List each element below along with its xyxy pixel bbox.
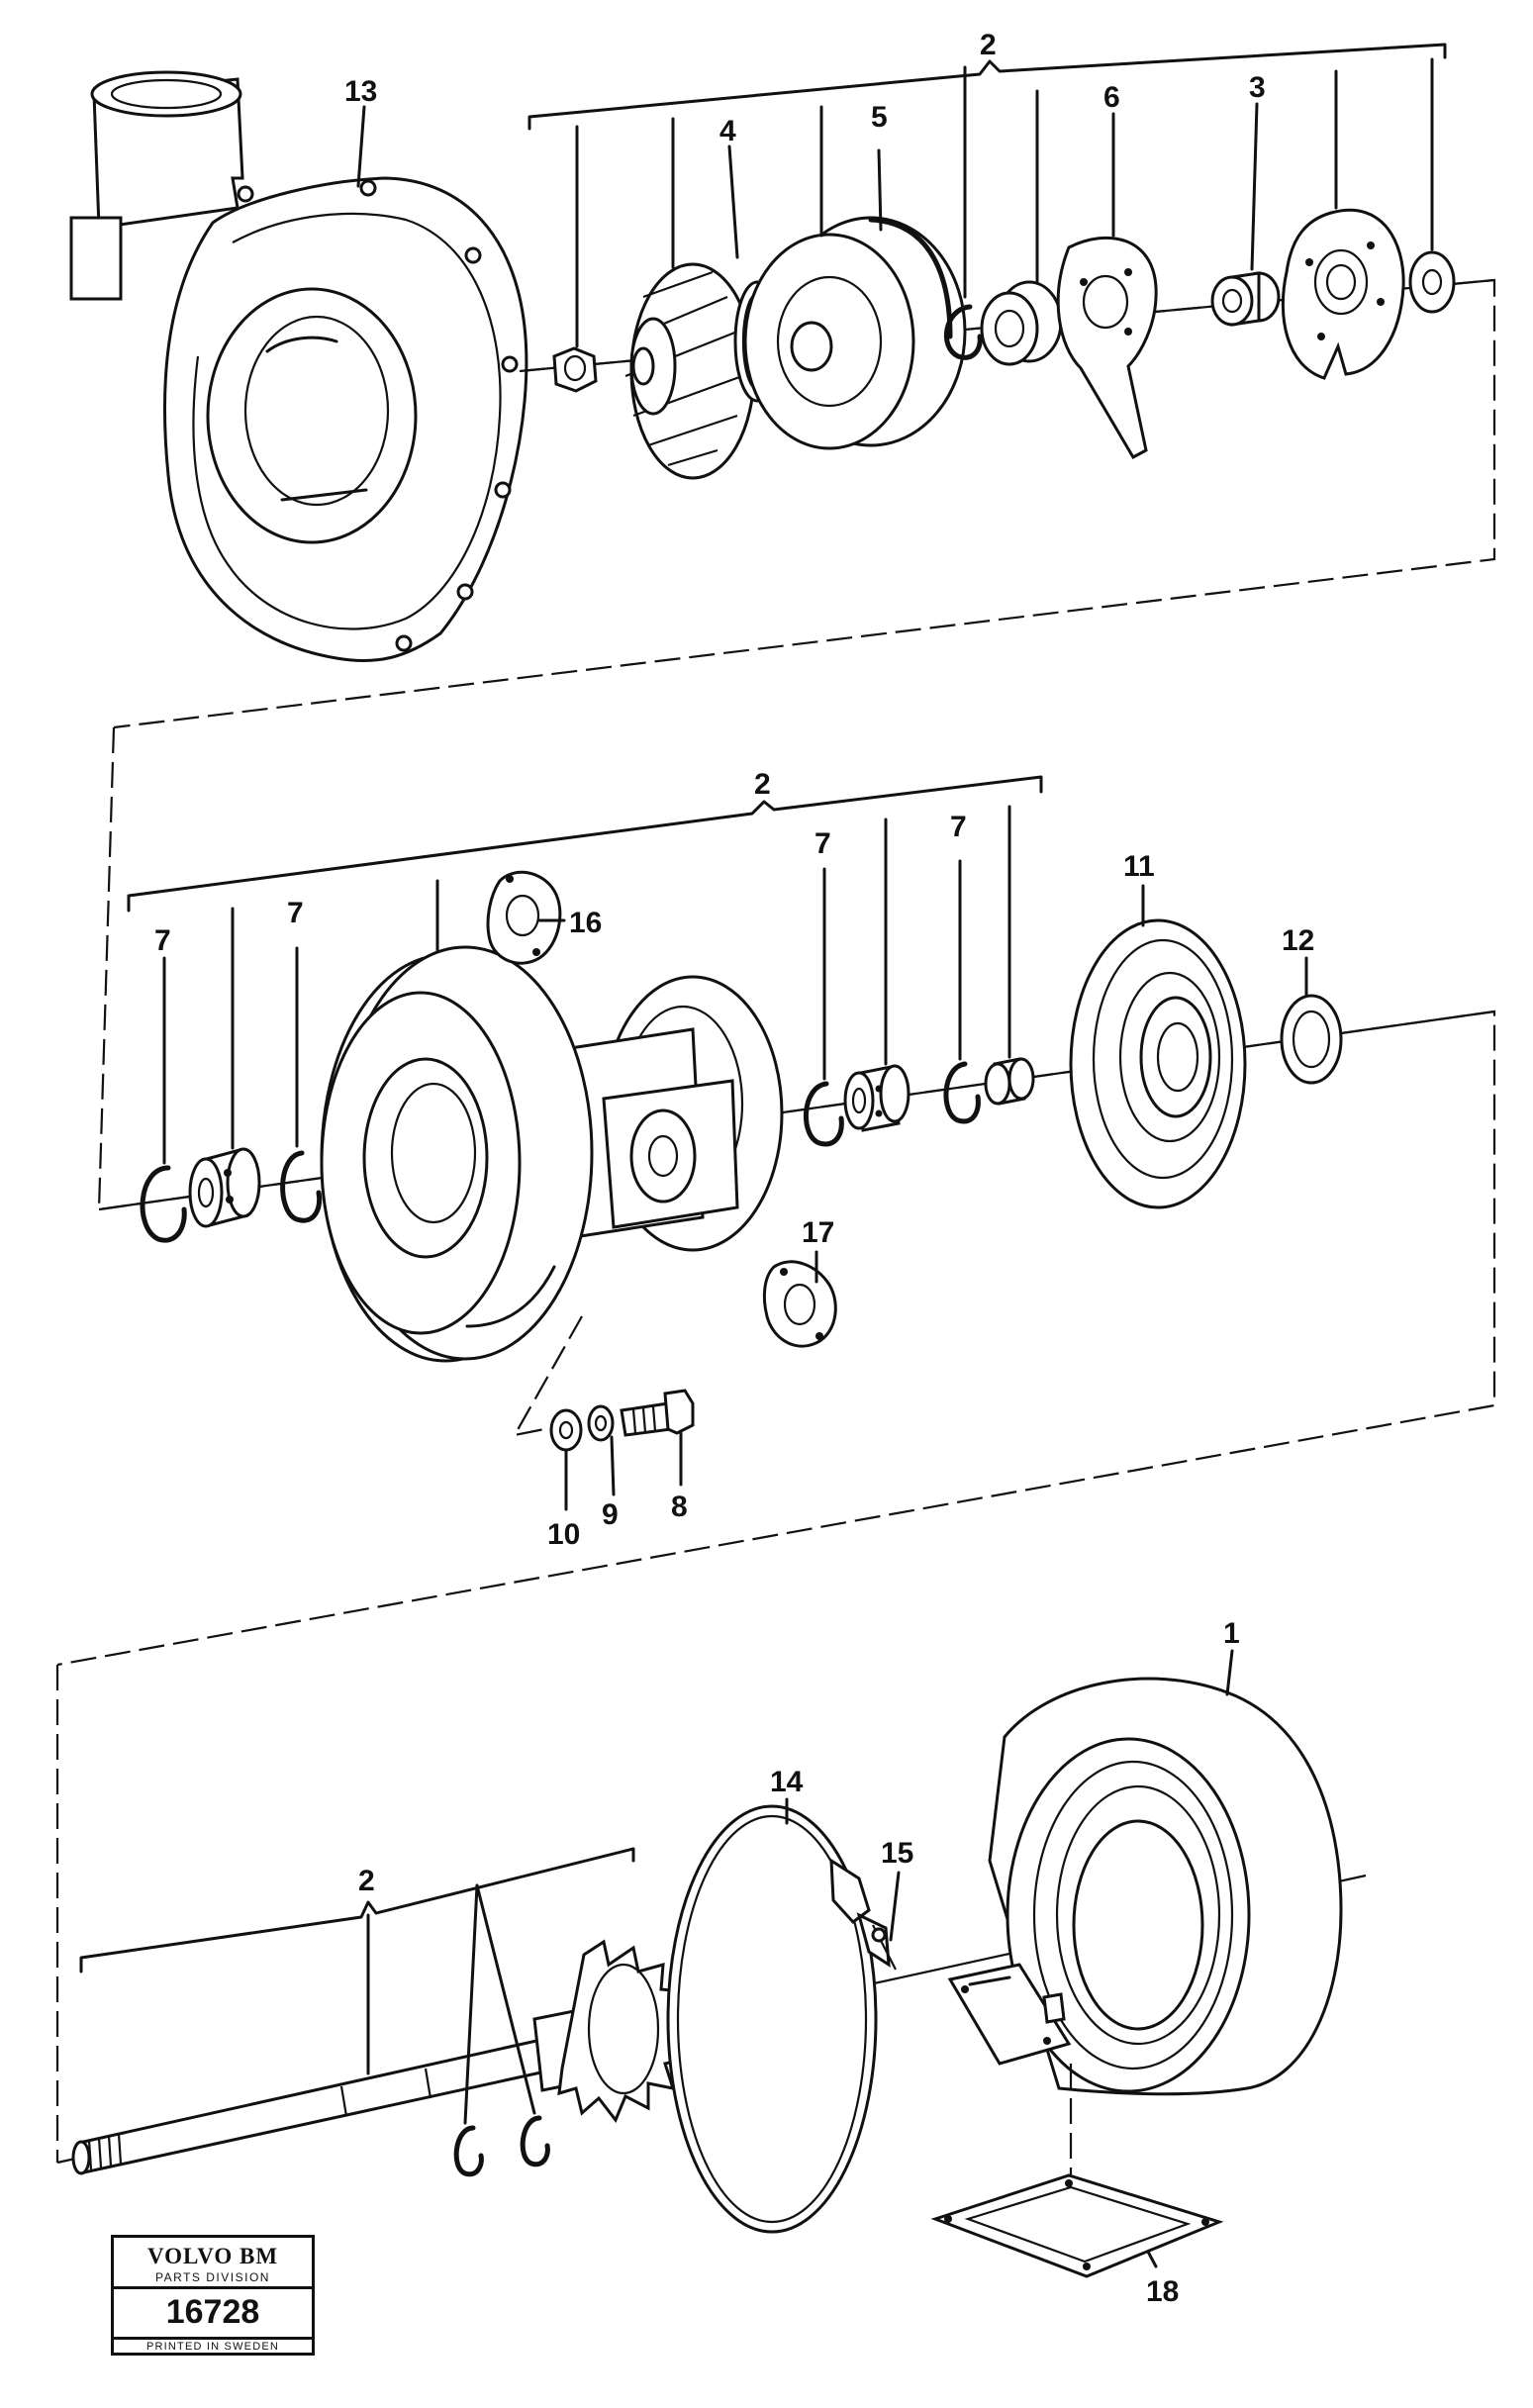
part-14-clamp-band: [666, 1804, 878, 2234]
part-13-compressor-housing: [69, 70, 528, 663]
part-15-clamp-screw: [856, 1912, 897, 1971]
callout-7-c: 7: [814, 827, 831, 860]
callout-18: 18: [1146, 2275, 1179, 2308]
stamp-printed: PRINTED IN SWEDEN: [145, 2341, 280, 2353]
part-12-seal-ring: [1280, 994, 1343, 1085]
part-6-thrust-plate: [1056, 236, 1158, 460]
callout-6: 6: [1103, 81, 1120, 114]
part-11-heat-shield: [1069, 918, 1247, 1209]
callout-2-top: 2: [980, 29, 997, 61]
part-18-gasket: [930, 2173, 1224, 2278]
part-snap-rings-bottom: [453, 2115, 550, 2177]
stamp-divider: [114, 2286, 312, 2289]
part-1-turbine-housing: [947, 1677, 1343, 2096]
part-turbine-shaft: [71, 2003, 618, 2175]
part-washer-top: [1408, 250, 1456, 314]
callout-14: 14: [770, 1766, 804, 1798]
part-bearing-flange: [1281, 208, 1405, 380]
callout-16: 16: [569, 907, 602, 939]
bracket-2-bottom: [79, 1847, 635, 1974]
bracket-2-top: [527, 43, 1447, 131]
turbine-section: [55, 1649, 1367, 2278]
part-3-bushing: [1210, 271, 1281, 327]
callout-labels: 13 2 4 5 6 3 2 7 7 16 7 7 11 12 17 10 9 …: [154, 29, 1314, 2308]
leader-18: [1146, 2250, 1158, 2268]
part-7-ring-d: [943, 1061, 981, 1124]
callout-2-middle: 2: [754, 768, 771, 801]
callout-7-b: 7: [287, 897, 304, 929]
leader-2-rings-b: [475, 1883, 536, 2115]
leader-1: [1225, 1649, 1234, 1696]
callout-10: 10: [547, 1518, 580, 1551]
part-center-housing: [320, 945, 784, 1363]
part-snap-ring-top: [943, 304, 983, 360]
callout-11: 11: [1123, 850, 1155, 883]
dashed-bolt-lead: [512, 1315, 583, 1437]
callout-12: 12: [1282, 924, 1314, 957]
compressor-section: [69, 43, 1496, 729]
bracket-2-middle: [127, 775, 1043, 913]
leader-9: [610, 1435, 616, 1496]
leader-2-rings-a: [463, 1883, 479, 2125]
part-small-bushing: [984, 1057, 1035, 1106]
part-4-compressor-wheel: [624, 262, 756, 480]
callout-2-bottom-bracket: 2: [358, 1865, 375, 1897]
callout-9: 9: [602, 1498, 619, 1531]
part-10-washer: [549, 1408, 583, 1452]
part-9-lock-washer: [587, 1404, 615, 1442]
leader-13: [356, 105, 366, 188]
callout-4: 4: [719, 115, 736, 147]
callout-7-a: 7: [154, 924, 171, 957]
stamp-number: 16728: [165, 2293, 260, 2331]
leader-4: [727, 144, 739, 259]
callout-7-d: 7: [950, 811, 967, 843]
part-7-ring-c: [804, 1081, 844, 1147]
leader-15: [889, 1871, 901, 1942]
part-thrust-collar: [980, 280, 1063, 366]
part-bearing-sleeve-right: [843, 1064, 910, 1132]
leader-3: [1250, 102, 1259, 271]
stamp-divider-lower: [114, 2337, 312, 2340]
center-section: [56, 726, 1496, 1667]
part-bearing-sleeve-left: [188, 1147, 261, 1228]
callout-3: 3: [1249, 71, 1266, 104]
callout-13: 13: [344, 75, 377, 108]
callout-5: 5: [871, 101, 888, 134]
leader-5: [877, 148, 883, 232]
stamp-division: PARTS DIVISION: [155, 2270, 270, 2284]
callout-15: 15: [881, 1837, 913, 1870]
stamp-brand: VOLVO BM: [146, 2244, 279, 2268]
callout-17: 17: [802, 1216, 834, 1249]
part-5-disc: [743, 216, 967, 450]
dashed-boundary-middle: [56, 726, 1496, 1667]
part-16-gasket: [486, 870, 562, 965]
part-7-ring-b: [280, 1150, 323, 1223]
part-17-gasket: [762, 1260, 837, 1348]
callout-8: 8: [671, 1491, 688, 1523]
part-8-bolt: [620, 1389, 695, 1437]
callout-1: 1: [1223, 1617, 1240, 1650]
volvo-bm-stamp: VOLVO BM PARTS DIVISION 16728 PRINTED IN…: [111, 2235, 315, 2356]
part-7-ring-a: [140, 1165, 187, 1243]
part-nut: [552, 346, 598, 393]
